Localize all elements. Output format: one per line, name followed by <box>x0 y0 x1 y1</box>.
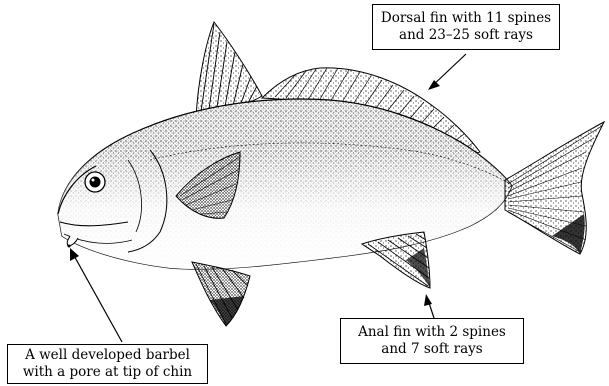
pelvic-fin <box>192 262 250 326</box>
barbel-text-line2: with a pore at tip of chin <box>12 364 203 381</box>
anal-fin-text-line2: and 7 soft rays <box>345 341 519 358</box>
anal-fin-callout: Anal fin with 2 spines and 7 soft rays <box>340 318 524 364</box>
dorsal-fin-text-line1: Dorsal fin with 11 spines <box>377 10 555 27</box>
barbel-text-line1: A well developed barbel <box>12 347 203 364</box>
dorsal-fin-text-line2: and 23–25 soft rays <box>377 27 555 44</box>
caudal-fin <box>505 122 604 254</box>
eye <box>85 172 105 192</box>
dorsal-fin-callout: Dorsal fin with 11 spines and 23–25 soft… <box>372 4 560 50</box>
barbel-callout: A well developed barbel with a pore at t… <box>7 344 208 384</box>
anal-fin-text-line1: Anal fin with 2 spines <box>345 324 519 341</box>
barbel-pointer-arrow <box>70 248 122 342</box>
dorsal-pointer-arrow <box>428 54 466 90</box>
anal-pointer-arrow <box>424 294 434 318</box>
